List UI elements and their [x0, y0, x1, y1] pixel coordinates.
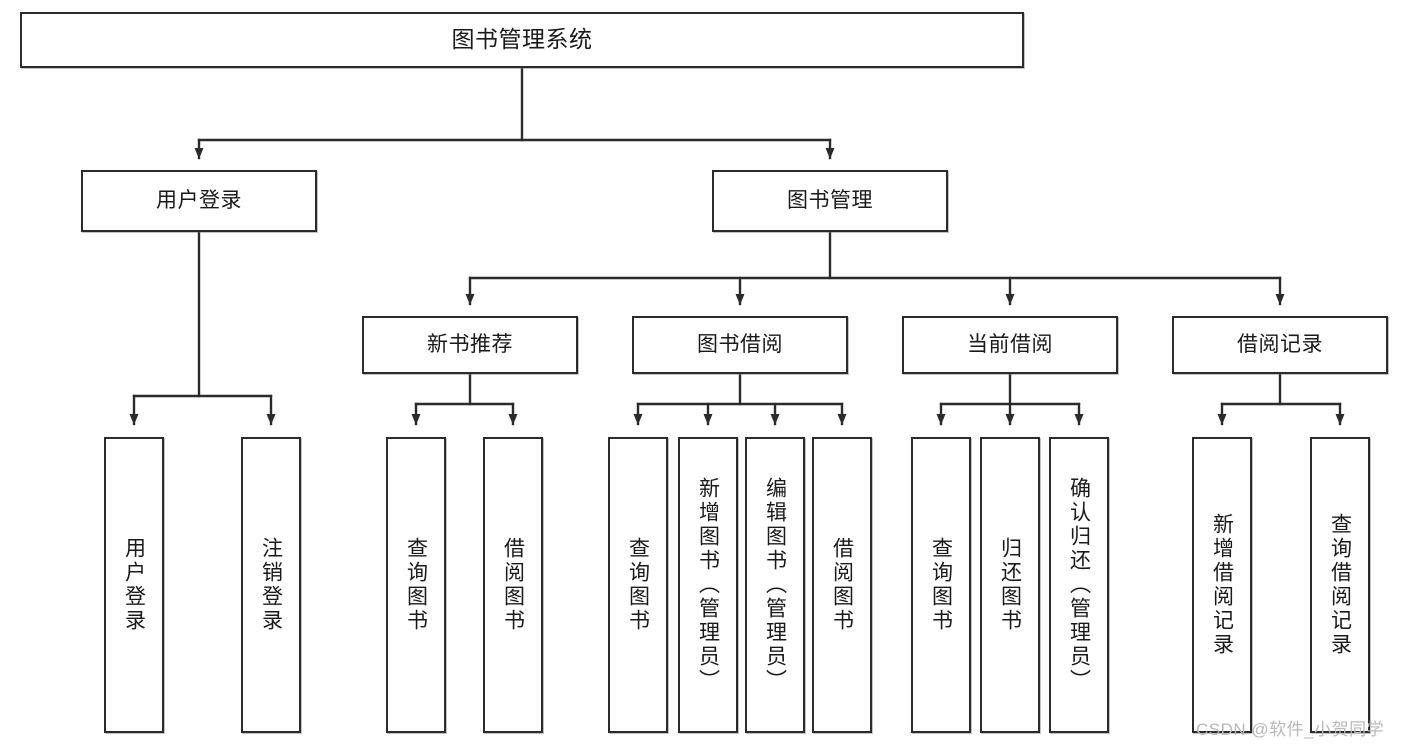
node-label: 借阅图书 [830, 537, 854, 633]
leaf-borrow-record-add[interactable]: 新增借阅记录 [1192, 437, 1252, 733]
leaf-book-borrow-add[interactable]: 新增图书（管理员） [678, 437, 738, 733]
leaf-user-login-logout[interactable]: 注销登录 [241, 437, 301, 733]
node-label: 归还图书 [998, 537, 1022, 633]
node-borrow-record[interactable]: 借阅记录 [1172, 316, 1388, 374]
node-user-login[interactable]: 用户登录 [81, 170, 317, 232]
leaf-current-borrow-return[interactable]: 归还图书 [980, 437, 1040, 733]
leaf-new-book-borrow[interactable]: 借阅图书 [483, 437, 543, 733]
leaf-book-borrow-query[interactable]: 查询图书 [608, 437, 668, 733]
leaf-current-borrow-query[interactable]: 查询图书 [911, 437, 971, 733]
node-label: 借阅图书 [501, 537, 525, 633]
leaf-current-borrow-confirm-return[interactable]: 确认归还（管理员） [1049, 437, 1109, 733]
node-label: 新书推荐 [427, 332, 513, 356]
node-label: 用户登录 [122, 537, 146, 633]
node-label: 当前借阅 [967, 332, 1053, 356]
node-book-management[interactable]: 图书管理 [712, 170, 948, 232]
node-label: 图书借阅 [697, 332, 783, 356]
node-label: 借阅记录 [1237, 332, 1323, 356]
leaf-new-book-query[interactable]: 查询图书 [386, 437, 446, 733]
leaf-book-borrow-edit[interactable]: 编辑图书（管理员） [745, 437, 805, 733]
node-label: 注销登录 [259, 537, 283, 633]
node-label: 查询图书 [929, 537, 953, 633]
node-current-borrow[interactable]: 当前借阅 [902, 316, 1118, 374]
leaf-book-borrow-lend[interactable]: 借阅图书 [812, 437, 872, 733]
node-label: 图书管理系统 [451, 26, 593, 53]
node-label: 查询借阅记录 [1328, 513, 1352, 657]
node-label: 图书管理 [787, 188, 873, 212]
leaf-user-login-login[interactable]: 用户登录 [104, 437, 164, 733]
node-label: 新增图书（管理员） [696, 477, 720, 693]
node-label: 查询图书 [404, 537, 428, 633]
node-label: 编辑图书（管理员） [763, 477, 787, 693]
node-label: 新增借阅记录 [1210, 513, 1234, 657]
node-book-borrow[interactable]: 图书借阅 [632, 316, 848, 374]
node-label: 确认归还（管理员） [1067, 477, 1091, 693]
node-label: 查询图书 [626, 537, 650, 633]
node-label: 用户登录 [156, 188, 242, 212]
node-new-book-recommend[interactable]: 新书推荐 [362, 316, 578, 374]
node-root-system[interactable]: 图书管理系统 [20, 12, 1024, 68]
leaf-borrow-record-query[interactable]: 查询借阅记录 [1310, 437, 1370, 733]
